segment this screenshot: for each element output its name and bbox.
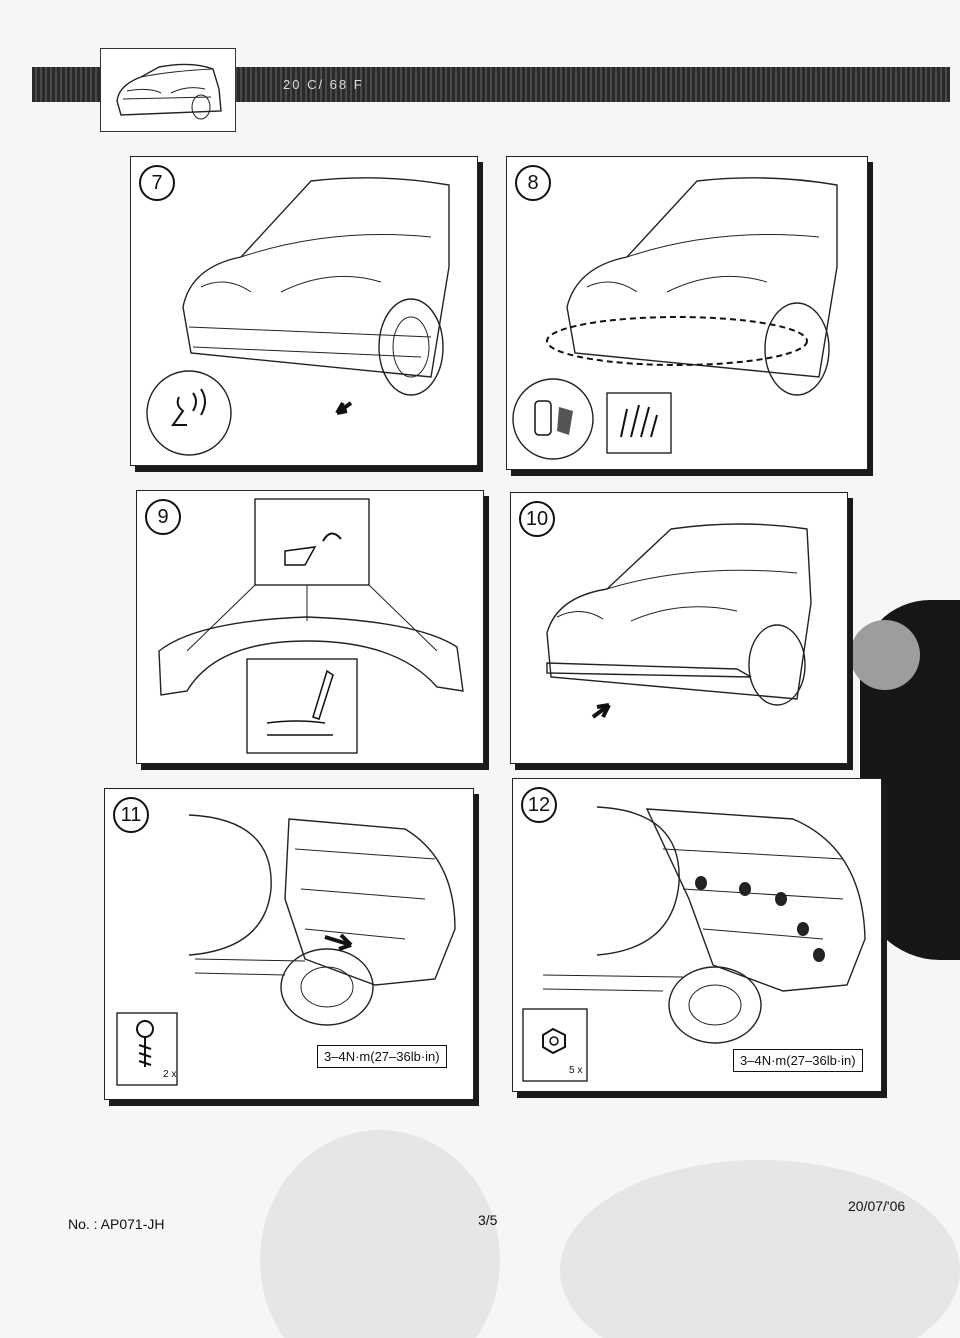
step-panel-12: 12 5 x 3–4N·m(27–36lb·in) — [512, 778, 882, 1092]
nut-icon-box — [522, 1008, 588, 1082]
thumb — [850, 620, 920, 690]
arrow-icon — [335, 401, 353, 415]
screw-icon-box — [116, 1012, 178, 1086]
torque-spec: 3–4N·m(27–36lb·in) — [733, 1049, 863, 1072]
arrow-icon — [591, 703, 611, 719]
arrow-icon — [324, 933, 353, 951]
car-thumbnail-icon — [116, 63, 222, 120]
underbody-illustration — [522, 806, 866, 1082]
torque-spec: 3–4N·m(27–36lb·in) — [317, 1045, 447, 1068]
underbody-illustration — [116, 814, 456, 1086]
step-panel-7: 7 — [130, 156, 478, 466]
marker-inset — [246, 658, 358, 754]
car-front-illustration — [546, 523, 812, 719]
step-panel-11: 11 2 x 3–4N·m(27–36lb·in) — [104, 788, 474, 1100]
step-number: 12 — [521, 787, 557, 823]
step-number: 11 — [113, 797, 149, 833]
header-code: 20 C/ 68 F — [283, 77, 364, 92]
car-front-illustration — [512, 177, 838, 460]
fastener-quantity: 2 x — [163, 1069, 177, 1080]
step-number: 9 — [145, 499, 181, 535]
step-number: 10 — [519, 501, 555, 537]
nut-icon — [542, 1027, 566, 1055]
document-number: No. : AP071-JH — [68, 1216, 165, 1232]
paper-shadow — [260, 1130, 500, 1338]
bumper-marking-illustration — [158, 498, 464, 754]
fastener-quantity: 5 x — [569, 1065, 583, 1076]
screw-icon — [136, 1020, 154, 1038]
document-date: 20/07/'06 — [848, 1198, 906, 1214]
cleaner-bottle-icon — [512, 378, 594, 460]
page-number: 3/5 — [478, 1212, 498, 1228]
rotate-arrow-icon — [322, 532, 342, 542]
step-number: 7 — [139, 165, 175, 201]
assistant-speaking-icon — [146, 370, 232, 456]
header-car-thumbnail — [100, 48, 236, 132]
car-front-illustration — [146, 177, 450, 456]
step-panel-10: 10 — [510, 492, 848, 764]
glove-icon — [606, 392, 672, 454]
cleaning-area-outline — [546, 316, 808, 366]
step-panel-9: 9 — [136, 490, 484, 764]
paper-shadow — [560, 1160, 960, 1338]
step-number: 8 — [515, 165, 551, 201]
detail-inset — [254, 498, 370, 586]
marker-pen-icon — [312, 669, 334, 720]
step-panel-8: 8 — [506, 156, 868, 470]
